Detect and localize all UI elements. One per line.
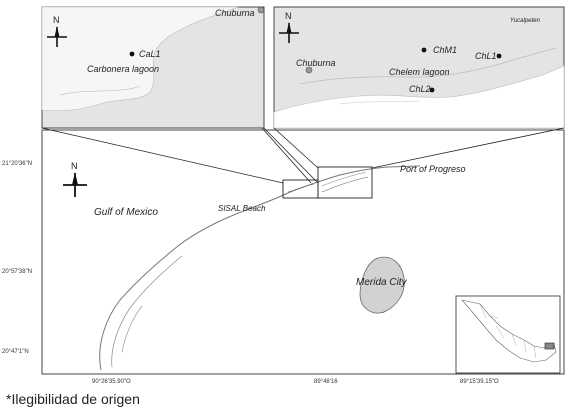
chuburna-top-marker bbox=[257, 6, 265, 14]
gulf-of-mexico-label: Gulf of Mexico bbox=[94, 207, 158, 218]
lon-tick-3: 89°15'39.15"O bbox=[460, 379, 499, 385]
main-map: N Gulf of Mexico SISAL Beach Port of Pro… bbox=[2, 127, 565, 385]
mexico-locator-inset bbox=[455, 295, 561, 374]
yucalpeten-label: Yucalpeten bbox=[510, 18, 540, 24]
site-cal1-marker bbox=[129, 51, 135, 57]
svg-text:N: N bbox=[71, 161, 78, 171]
svg-text:N: N bbox=[285, 11, 292, 21]
lat-tick-3: 20°47'1"N bbox=[2, 349, 29, 355]
lat-tick-2: 20°57'38"N bbox=[2, 269, 32, 275]
chuburna-town-label: Chuburna bbox=[296, 58, 336, 68]
north-arrow-main: N bbox=[63, 161, 87, 197]
lat-tick-1: 21°20'36"N bbox=[2, 161, 32, 167]
north-arrow-right-inset: N bbox=[279, 11, 299, 43]
chelem-lagoon-label: Chelem lagoon bbox=[389, 67, 450, 77]
chuburna-town-marker bbox=[305, 66, 313, 74]
chelem-lagoon-shape bbox=[273, 65, 565, 129]
inset-carbonera: N CaL1 Carbonera lagoon bbox=[41, 6, 265, 129]
chelem-lagoon-inner bbox=[299, 47, 557, 85]
inset-chelem: N Chuburna Yucalpeten ChM1 ChL1 ChL2 Che… bbox=[273, 6, 565, 129]
port-progreso-label: Port of Progreso bbox=[400, 164, 466, 174]
chelem-zoom-box bbox=[317, 166, 373, 199]
coastline bbox=[99, 165, 421, 371]
carbonera-lagoon-shape bbox=[41, 6, 239, 112]
inset-connector-lines bbox=[41, 127, 565, 184]
svg-text:N: N bbox=[53, 15, 60, 25]
site-cal1-label: CaL1 bbox=[139, 49, 161, 59]
site-chm1-label: ChM1 bbox=[433, 45, 457, 55]
site-chl2-marker bbox=[429, 87, 435, 93]
sisal-beach-label: SISAL Beach bbox=[218, 204, 266, 213]
merida-city-label: Merida City bbox=[356, 277, 408, 288]
carbonera-lagoon-label: Carbonera lagoon bbox=[87, 64, 159, 74]
north-arrow-left-inset: N bbox=[47, 15, 67, 47]
site-chl1-marker bbox=[496, 53, 502, 59]
site-chm1-marker bbox=[421, 47, 427, 53]
merida-city-area bbox=[359, 256, 405, 314]
site-chl2-label: ChL2 bbox=[409, 84, 431, 94]
site-chl1-label: ChL1 bbox=[475, 51, 497, 61]
study-area-locator-box bbox=[544, 342, 555, 350]
source-note: *Ilegibilidad de origen bbox=[6, 391, 140, 407]
lon-tick-1: 90°26'35.90"O bbox=[92, 379, 131, 385]
lon-tick-2: 89°48'16 bbox=[314, 379, 338, 385]
chuburna-top-label: Chuburna bbox=[215, 8, 255, 18]
